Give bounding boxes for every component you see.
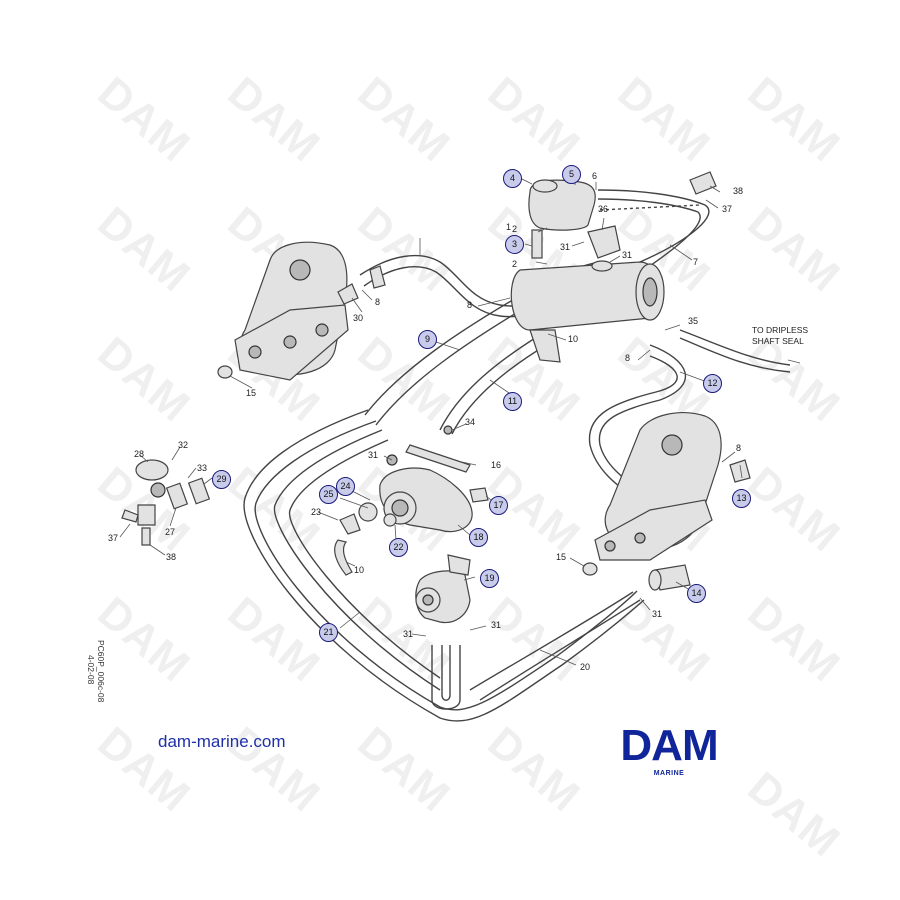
callout-label: 37 xyxy=(722,204,733,214)
callout-label: 10 xyxy=(354,565,365,575)
callout-circled: 3 xyxy=(505,235,524,254)
callout-label: 27 xyxy=(165,527,176,537)
callout-label: 28 xyxy=(134,449,145,459)
callout-label: 35 xyxy=(688,316,699,326)
hose-12 xyxy=(588,344,687,497)
callout-label: 15 xyxy=(556,552,567,562)
leader-lines xyxy=(119,175,743,666)
drawing-code: PC60P_006c-08 xyxy=(96,640,106,703)
callout-label: 36 xyxy=(598,204,609,214)
callout-label: 16 xyxy=(491,460,502,470)
callout-label: 31 xyxy=(403,629,414,639)
callout-label: 8 xyxy=(736,443,742,453)
callout-circled: 19 xyxy=(480,569,499,588)
logo-sub: MARINE xyxy=(653,770,685,777)
callout-label: 31 xyxy=(622,250,633,260)
callout-circled: 13 xyxy=(732,489,751,508)
exhaust-manifold-right xyxy=(582,412,751,576)
raw-water-pump xyxy=(334,467,473,576)
callout-label: 8 xyxy=(375,297,381,307)
callout-circled: 11 xyxy=(503,392,522,411)
callout-label: 1 xyxy=(506,222,512,232)
callout-label: 23 xyxy=(311,507,322,517)
callout-label: 2 xyxy=(512,224,518,234)
callout-label: 38 xyxy=(733,186,744,196)
callout-label: 10 xyxy=(568,334,579,344)
callout-circled: 14 xyxy=(687,584,706,603)
callout-circled: 17 xyxy=(489,496,508,515)
callout-label: 32 xyxy=(178,440,189,450)
thermostat-housing xyxy=(587,225,621,272)
exhaust-manifold-left xyxy=(217,241,359,381)
callout-circled: 25 xyxy=(319,485,338,504)
heat-exchanger xyxy=(510,261,665,363)
callout-circled: 4 xyxy=(503,169,522,188)
callout-circled: 29 xyxy=(212,470,231,489)
callout-circled: 24 xyxy=(336,477,355,496)
callout-label: 6 xyxy=(592,171,598,181)
callout-label: 31 xyxy=(491,620,502,630)
hose-21 xyxy=(243,409,645,722)
callout-circled: 12 xyxy=(703,374,722,393)
callout-circled: 18 xyxy=(469,528,488,547)
callout-label: 37 xyxy=(108,533,119,543)
callout-label: 2 xyxy=(512,259,518,269)
website-link[interactable]: dam-marine.com xyxy=(158,732,286,751)
hose-20 xyxy=(469,591,641,701)
callout-label: 31 xyxy=(368,450,379,460)
callout-label: 33 xyxy=(197,463,208,473)
callout-label: 34 xyxy=(465,417,476,427)
callout-circled: 21 xyxy=(319,623,338,642)
callout-label: 30 xyxy=(353,313,364,323)
callout-circled: 5 xyxy=(562,165,581,184)
callout-label: 20 xyxy=(580,662,591,672)
hose-u-bottom xyxy=(431,645,461,710)
drawing-date: 4-02-08 xyxy=(86,655,96,685)
callout-label: 7 xyxy=(693,257,699,267)
logo-word: DAM xyxy=(620,721,718,770)
dripless-note: TO DRIPLESS SHAFT SEAL xyxy=(752,325,809,346)
callout-label: 38 xyxy=(166,552,177,562)
callout-circled: 22 xyxy=(389,538,408,557)
hose-35 xyxy=(679,329,801,373)
callout-label: 8 xyxy=(625,353,631,363)
callout-label: 31 xyxy=(652,609,663,619)
callout-circled: 9 xyxy=(418,330,437,349)
callout-label: 15 xyxy=(246,388,257,398)
expansion-tank xyxy=(528,179,596,259)
callout-label: 8 xyxy=(467,300,473,310)
seacock-assembly xyxy=(121,459,211,546)
dam-marine-logo: DAM MARINE xyxy=(603,721,735,779)
circulating-pump xyxy=(415,554,471,624)
callout-label: 31 xyxy=(560,242,571,252)
hose-7 xyxy=(597,189,710,271)
